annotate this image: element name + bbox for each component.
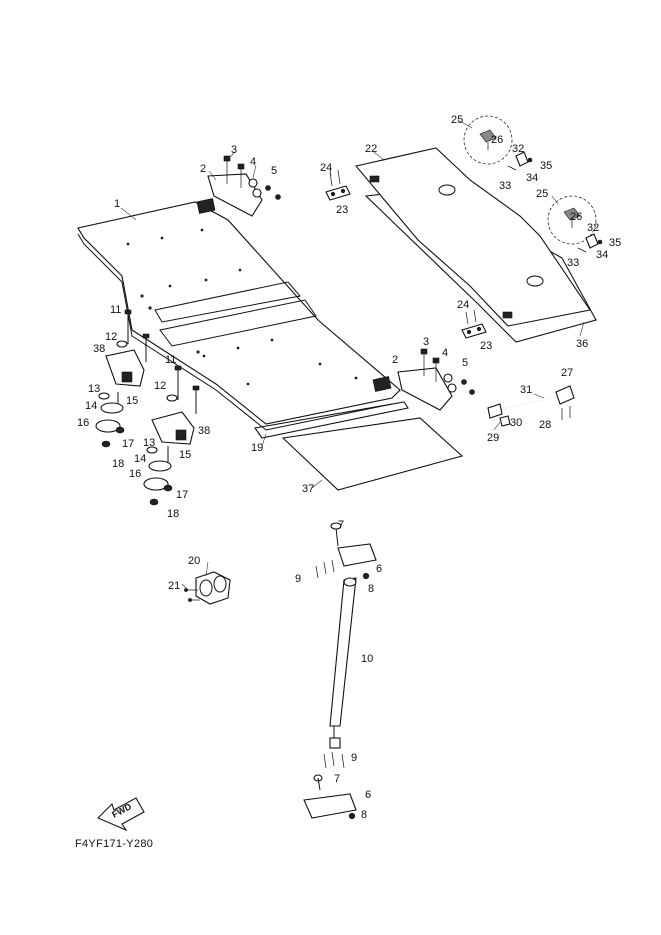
callout-19: 19: [251, 442, 263, 454]
callout-12: 12: [105, 331, 117, 343]
callout-5: 5: [462, 357, 468, 369]
callout-24: 24: [457, 299, 469, 311]
callout-20: 20: [188, 555, 200, 567]
callout-7: 7: [338, 519, 344, 531]
panel-1-strip-a: [154, 281, 301, 323]
callout-6: 6: [376, 563, 382, 575]
callout-35: 35: [609, 237, 621, 249]
callout-4: 4: [442, 347, 448, 359]
callout-14: 14: [85, 400, 97, 412]
latch-plate-top: [325, 169, 351, 201]
callout-38: 38: [93, 343, 105, 355]
callout-22: 22: [365, 143, 377, 155]
callout-18: 18: [167, 508, 179, 520]
callout-13: 13: [88, 383, 100, 395]
gas-damper-assembly: [303, 522, 377, 820]
leader-lines: [120, 119, 585, 591]
callout-30: 30: [510, 417, 522, 429]
callout-23: 23: [336, 204, 348, 216]
callout-2: 2: [200, 163, 206, 175]
callout-27: 27: [561, 367, 573, 379]
callout-28: 28: [539, 419, 551, 431]
panel-22-hole-a: [438, 184, 456, 196]
callout-16: 16: [129, 468, 141, 480]
hinge-assembly-top: [207, 155, 281, 217]
callout-8: 8: [368, 583, 374, 595]
callout-5: 5: [271, 165, 277, 177]
callout-31: 31: [520, 384, 532, 396]
callout-29: 29: [487, 432, 499, 444]
callout-17: 17: [176, 489, 188, 501]
callout-labels: 1 2 3 4 5 2 3 4 5 6 7 8 9 10 9 7 6 8 11 …: [77, 114, 621, 821]
callout-3: 3: [231, 144, 237, 156]
detail-circle-upper: [463, 115, 533, 171]
callout-26: 26: [491, 134, 503, 146]
callout-4: 4: [250, 156, 256, 168]
callout-9: 9: [351, 752, 357, 764]
fwd-direction-arrow: FWD: [97, 797, 145, 832]
callout-18: 18: [112, 458, 124, 470]
panel-22-hole-b: [526, 275, 544, 287]
callout-15: 15: [179, 449, 191, 461]
panel-22: [354, 147, 591, 327]
panel-22-bracket-a: [369, 175, 380, 183]
panel-1-edge: [77, 233, 393, 431]
panel-19: [254, 401, 409, 439]
callout-14: 14: [134, 453, 146, 465]
panel-1-hinge-bottom: [372, 376, 392, 392]
callout-38: 38: [198, 425, 210, 437]
callout-33: 33: [567, 257, 579, 269]
callout-26: 26: [570, 211, 582, 223]
callout-17: 17: [122, 438, 134, 450]
callout-8: 8: [361, 809, 367, 821]
panel-1: [77, 201, 401, 425]
callout-10: 10: [361, 653, 373, 665]
callout-24: 24: [320, 162, 332, 174]
callout-16: 16: [77, 417, 89, 429]
callout-37: 37: [302, 483, 314, 495]
callout-1: 1: [114, 198, 120, 210]
callout-11: 11: [165, 354, 176, 366]
callout-34: 34: [596, 249, 608, 261]
floor-panel-assembly: [77, 198, 464, 491]
callout-21: 21: [168, 580, 180, 592]
callout-6: 6: [365, 789, 371, 801]
latch-plate-lower: [461, 309, 487, 339]
callout-34: 34: [526, 172, 538, 184]
callout-9: 9: [295, 573, 301, 585]
callout-13: 13: [143, 437, 155, 449]
link-rod-assembly: [487, 385, 575, 427]
panel-1-strip-b: [159, 299, 317, 347]
callout-32: 32: [512, 143, 524, 155]
mount-assembly-right: [143, 365, 200, 506]
hinge-assembly-lower: [397, 348, 475, 411]
callout-7: 7: [334, 773, 340, 785]
clamp-assembly: [184, 571, 231, 605]
panel-22-bracket-b: [502, 311, 513, 319]
panel-37: [281, 417, 464, 491]
callout-33: 33: [499, 180, 511, 192]
callout-25: 25: [451, 114, 463, 126]
mount-assembly-left: [95, 309, 150, 448]
panel-1-holes: [126, 228, 358, 386]
callout-35: 35: [540, 160, 552, 172]
panel-1-hinge-top: [196, 198, 216, 214]
detail-circle-lower: [547, 195, 603, 253]
callout-32: 32: [587, 222, 599, 234]
callout-3: 3: [423, 336, 429, 348]
callout-25: 25: [536, 188, 548, 200]
callout-11: 11: [110, 304, 121, 316]
rear-panel-assembly: [354, 147, 597, 343]
diagram-reference-code: F4YF171-Y280: [75, 838, 154, 850]
callout-2: 2: [392, 354, 398, 366]
callout-23: 23: [480, 340, 492, 352]
callout-12: 12: [154, 380, 166, 392]
callout-36: 36: [576, 338, 588, 350]
callout-15: 15: [126, 395, 138, 407]
